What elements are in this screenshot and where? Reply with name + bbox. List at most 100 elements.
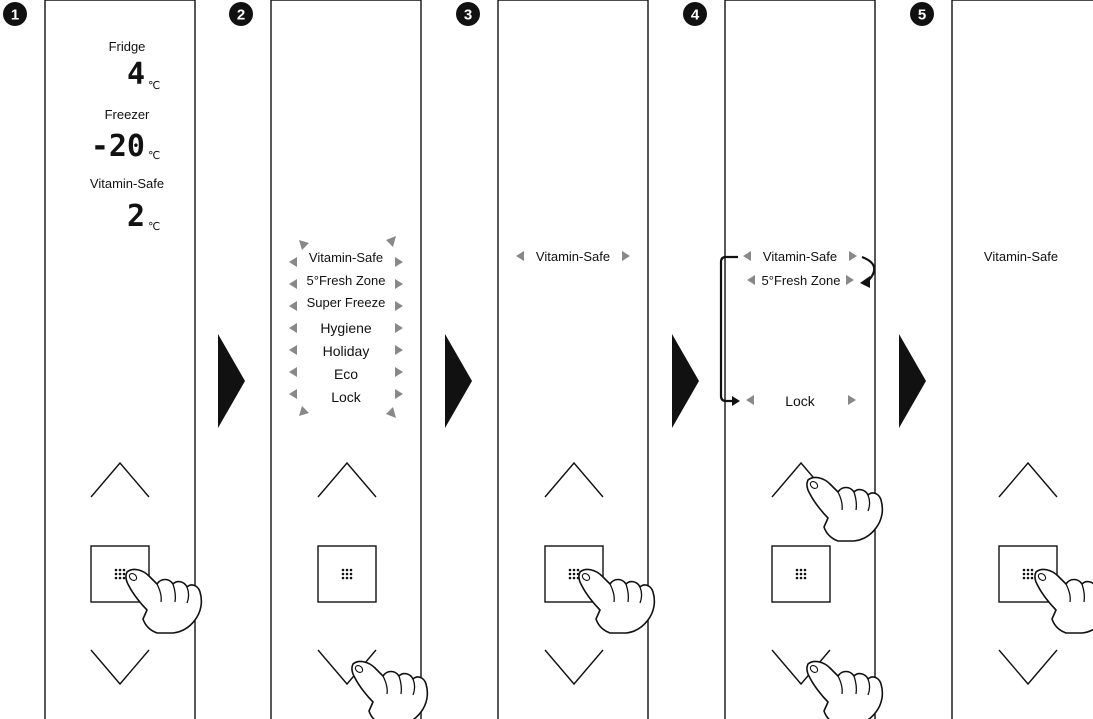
left-arrow-icon <box>289 323 297 333</box>
right-arrow-icon <box>395 257 403 267</box>
display-label-fridge: Fridge <box>109 39 146 54</box>
left-arrow-icon <box>289 367 297 377</box>
down-chevron-icon[interactable] <box>771 649 831 686</box>
menu-button[interactable] <box>771 545 831 603</box>
right-arrow-icon <box>395 389 403 399</box>
loop-arrow-icon <box>719 255 876 406</box>
right-arrow-icon <box>395 345 403 355</box>
svg-text:Lock: Lock <box>331 389 362 405</box>
svg-text:3: 3 <box>464 7 472 24</box>
svg-text:Hygiene: Hygiene <box>320 320 372 336</box>
left-arrow-icon <box>743 251 751 261</box>
display-value-freezer: -20 <box>91 129 145 164</box>
left-arrow-icon <box>516 251 524 261</box>
menu-item: Eco <box>289 366 403 382</box>
up-chevron-icon[interactable] <box>998 461 1058 498</box>
step-number-badge: 5 <box>910 2 934 26</box>
corner-arrow-icon <box>386 407 396 418</box>
svg-text:Vitamin-Safe: Vitamin-Safe <box>536 249 610 264</box>
svg-text:2: 2 <box>237 7 245 24</box>
step-3: 3 Vitamin-Safe <box>456 0 656 719</box>
svg-text:Vitamin-Safe: Vitamin-Safe <box>309 250 383 265</box>
panel-frame <box>951 0 1093 719</box>
menu-item: Lock <box>289 389 403 405</box>
corner-arrow-icon <box>299 240 309 250</box>
display-value-vitamin-safe: 2 <box>127 199 145 234</box>
step-number-badge: 2 <box>229 2 253 26</box>
step-number-badge: 4 <box>683 2 707 26</box>
display-value-fridge: 4 <box>127 57 145 92</box>
step-arrow-icon <box>445 334 472 428</box>
down-chevron-icon[interactable] <box>998 649 1058 686</box>
svg-text:Lock: Lock <box>785 393 816 409</box>
right-arrow-icon <box>395 323 403 333</box>
left-arrow-icon <box>289 345 297 355</box>
svg-text:Vitamin-Safe: Vitamin-Safe <box>763 249 837 264</box>
svg-text:Super Freeze: Super Freeze <box>307 295 386 310</box>
right-arrow-icon <box>848 395 856 405</box>
menu-item: 5°Fresh Zone <box>747 273 854 288</box>
panel-frame <box>44 0 196 719</box>
menu-button-icon <box>1022 568 1034 580</box>
left-arrow-icon <box>746 395 754 405</box>
step-number-badge: 3 <box>456 2 480 26</box>
menu-button[interactable] <box>317 545 377 603</box>
left-arrow-icon <box>289 389 297 399</box>
step-number-badge: 1 <box>3 2 27 26</box>
display-unit: ℃ <box>148 150 160 162</box>
menu-list: Vitamin-Safe 5°Fresh Zone Super Freeze H… <box>289 250 403 405</box>
svg-text:1: 1 <box>11 7 19 24</box>
svg-text:5: 5 <box>918 7 926 24</box>
pointing-hand-icon <box>806 476 884 542</box>
display-unit: ℃ <box>148 80 160 92</box>
step-arrow-icon <box>672 334 699 428</box>
menu-button-icon <box>114 568 126 580</box>
step-arrow-icon <box>218 334 245 428</box>
menu-item: Holiday <box>289 343 403 359</box>
step-5: 5 Vitamin-Safe <box>910 0 1093 719</box>
svg-text:5°Fresh Zone: 5°Fresh Zone <box>762 273 841 288</box>
up-chevron-icon[interactable] <box>544 461 604 498</box>
down-chevron-icon[interactable] <box>544 649 604 686</box>
svg-text:5°Fresh Zone: 5°Fresh Zone <box>307 273 386 288</box>
left-arrow-icon <box>289 301 297 311</box>
up-chevron-icon[interactable] <box>90 461 150 498</box>
step-2: 2 Vitamin-Safe 5°Fresh Zone Super Freeze <box>229 0 429 719</box>
left-arrow-icon <box>747 275 755 285</box>
menu-button-icon <box>568 568 580 580</box>
panel-frame <box>497 0 649 719</box>
menu-item: Vitamin-Safe <box>743 249 857 264</box>
svg-text:Holiday: Holiday <box>323 343 370 359</box>
right-arrow-icon <box>849 251 857 261</box>
step-4: 4 Vitamin-Safe 5°Fresh Zone Lock <box>683 0 884 719</box>
menu-item: Super Freeze <box>289 295 403 311</box>
display-unit: ℃ <box>148 221 160 233</box>
step-arrow-icon <box>899 334 926 428</box>
up-chevron-icon[interactable] <box>317 461 377 498</box>
pointing-hand-icon <box>351 660 429 719</box>
menu-button-icon <box>341 568 353 580</box>
down-chevron-icon[interactable] <box>90 649 150 686</box>
svg-text:Eco: Eco <box>334 366 358 382</box>
down-chevron-icon[interactable] <box>317 649 377 686</box>
final-selection: Vitamin-Safe <box>984 249 1058 264</box>
right-arrow-icon <box>395 367 403 377</box>
left-arrow-icon <box>289 257 297 267</box>
right-arrow-icon <box>622 251 630 261</box>
step-1: 1 Fridge 4 ℃ Freezer -20 ℃ Vitamin-Safe … <box>3 0 203 719</box>
panel-frame <box>724 0 876 719</box>
corner-arrow-icon <box>386 236 396 247</box>
menu-item: Vitamin-Safe <box>289 250 403 267</box>
right-arrow-icon <box>846 275 854 285</box>
menu-item: Hygiene <box>289 320 403 336</box>
display-label-freezer: Freezer <box>105 107 150 122</box>
corner-arrow-icon <box>299 406 309 416</box>
pointing-hand-icon <box>806 660 884 719</box>
selected-item: Vitamin-Safe <box>516 249 630 264</box>
right-arrow-icon <box>395 279 403 289</box>
svg-text:4: 4 <box>691 7 700 24</box>
menu-item: Lock <box>746 393 856 409</box>
left-arrow-icon <box>289 279 297 289</box>
menu-button-icon <box>795 568 807 580</box>
